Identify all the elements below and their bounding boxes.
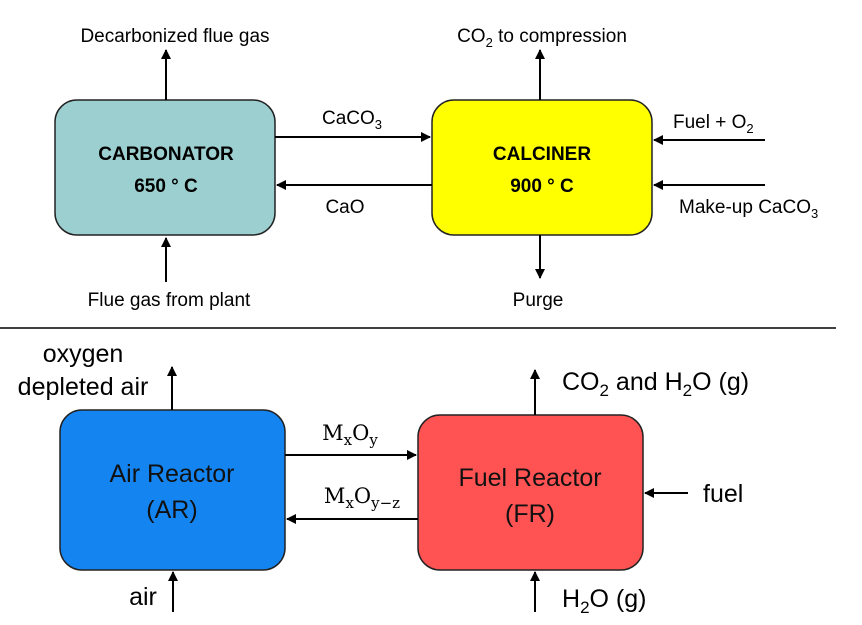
water-label: H2O (g) — [562, 585, 646, 617]
air-label: air — [129, 583, 157, 611]
fuel-reactor-line2: (FR) — [505, 500, 555, 528]
fuel-reactor-line1: Fuel Reactor — [458, 464, 601, 492]
air-reactor-line2: (AR) — [146, 496, 197, 524]
carbonator-name: CARBONATOR — [98, 144, 234, 165]
oxygen-label-line1: oxygen — [43, 340, 124, 368]
air-reactor-line1: Air Reactor — [109, 460, 234, 488]
calciner-box — [431, 99, 653, 236]
mxoy-label: MxOy — [322, 421, 378, 449]
mxoyz-label: MxOy−z — [324, 484, 400, 512]
makeup-caco3-label: Make-up CaCO3 — [679, 197, 818, 221]
decarbonized-label: Decarbonized flue gas — [80, 26, 269, 47]
carbonator-temp: 650 ° C — [134, 176, 198, 197]
purge-label: Purge — [513, 290, 564, 311]
fuel-label: fuel — [703, 480, 743, 508]
air-reactor-box — [59, 409, 286, 571]
fuel-reactor-box — [417, 414, 644, 571]
carbonator-box — [54, 99, 276, 236]
cao-label: CaO — [325, 197, 364, 218]
oxygen-label-line2: depleted air — [18, 373, 149, 401]
flue-gas-label: Flue gas from plant — [88, 290, 251, 311]
calciner-temp: 900 ° C — [510, 176, 574, 197]
calciner-name: CALCINER — [493, 144, 591, 165]
co2-compression-label: CO2 to compression — [457, 26, 627, 50]
products-label: CO2 and H2O (g) — [562, 368, 749, 400]
caco3-label: CaCO3 — [322, 108, 382, 132]
fuel-o2-label: Fuel + O2 — [673, 112, 754, 136]
